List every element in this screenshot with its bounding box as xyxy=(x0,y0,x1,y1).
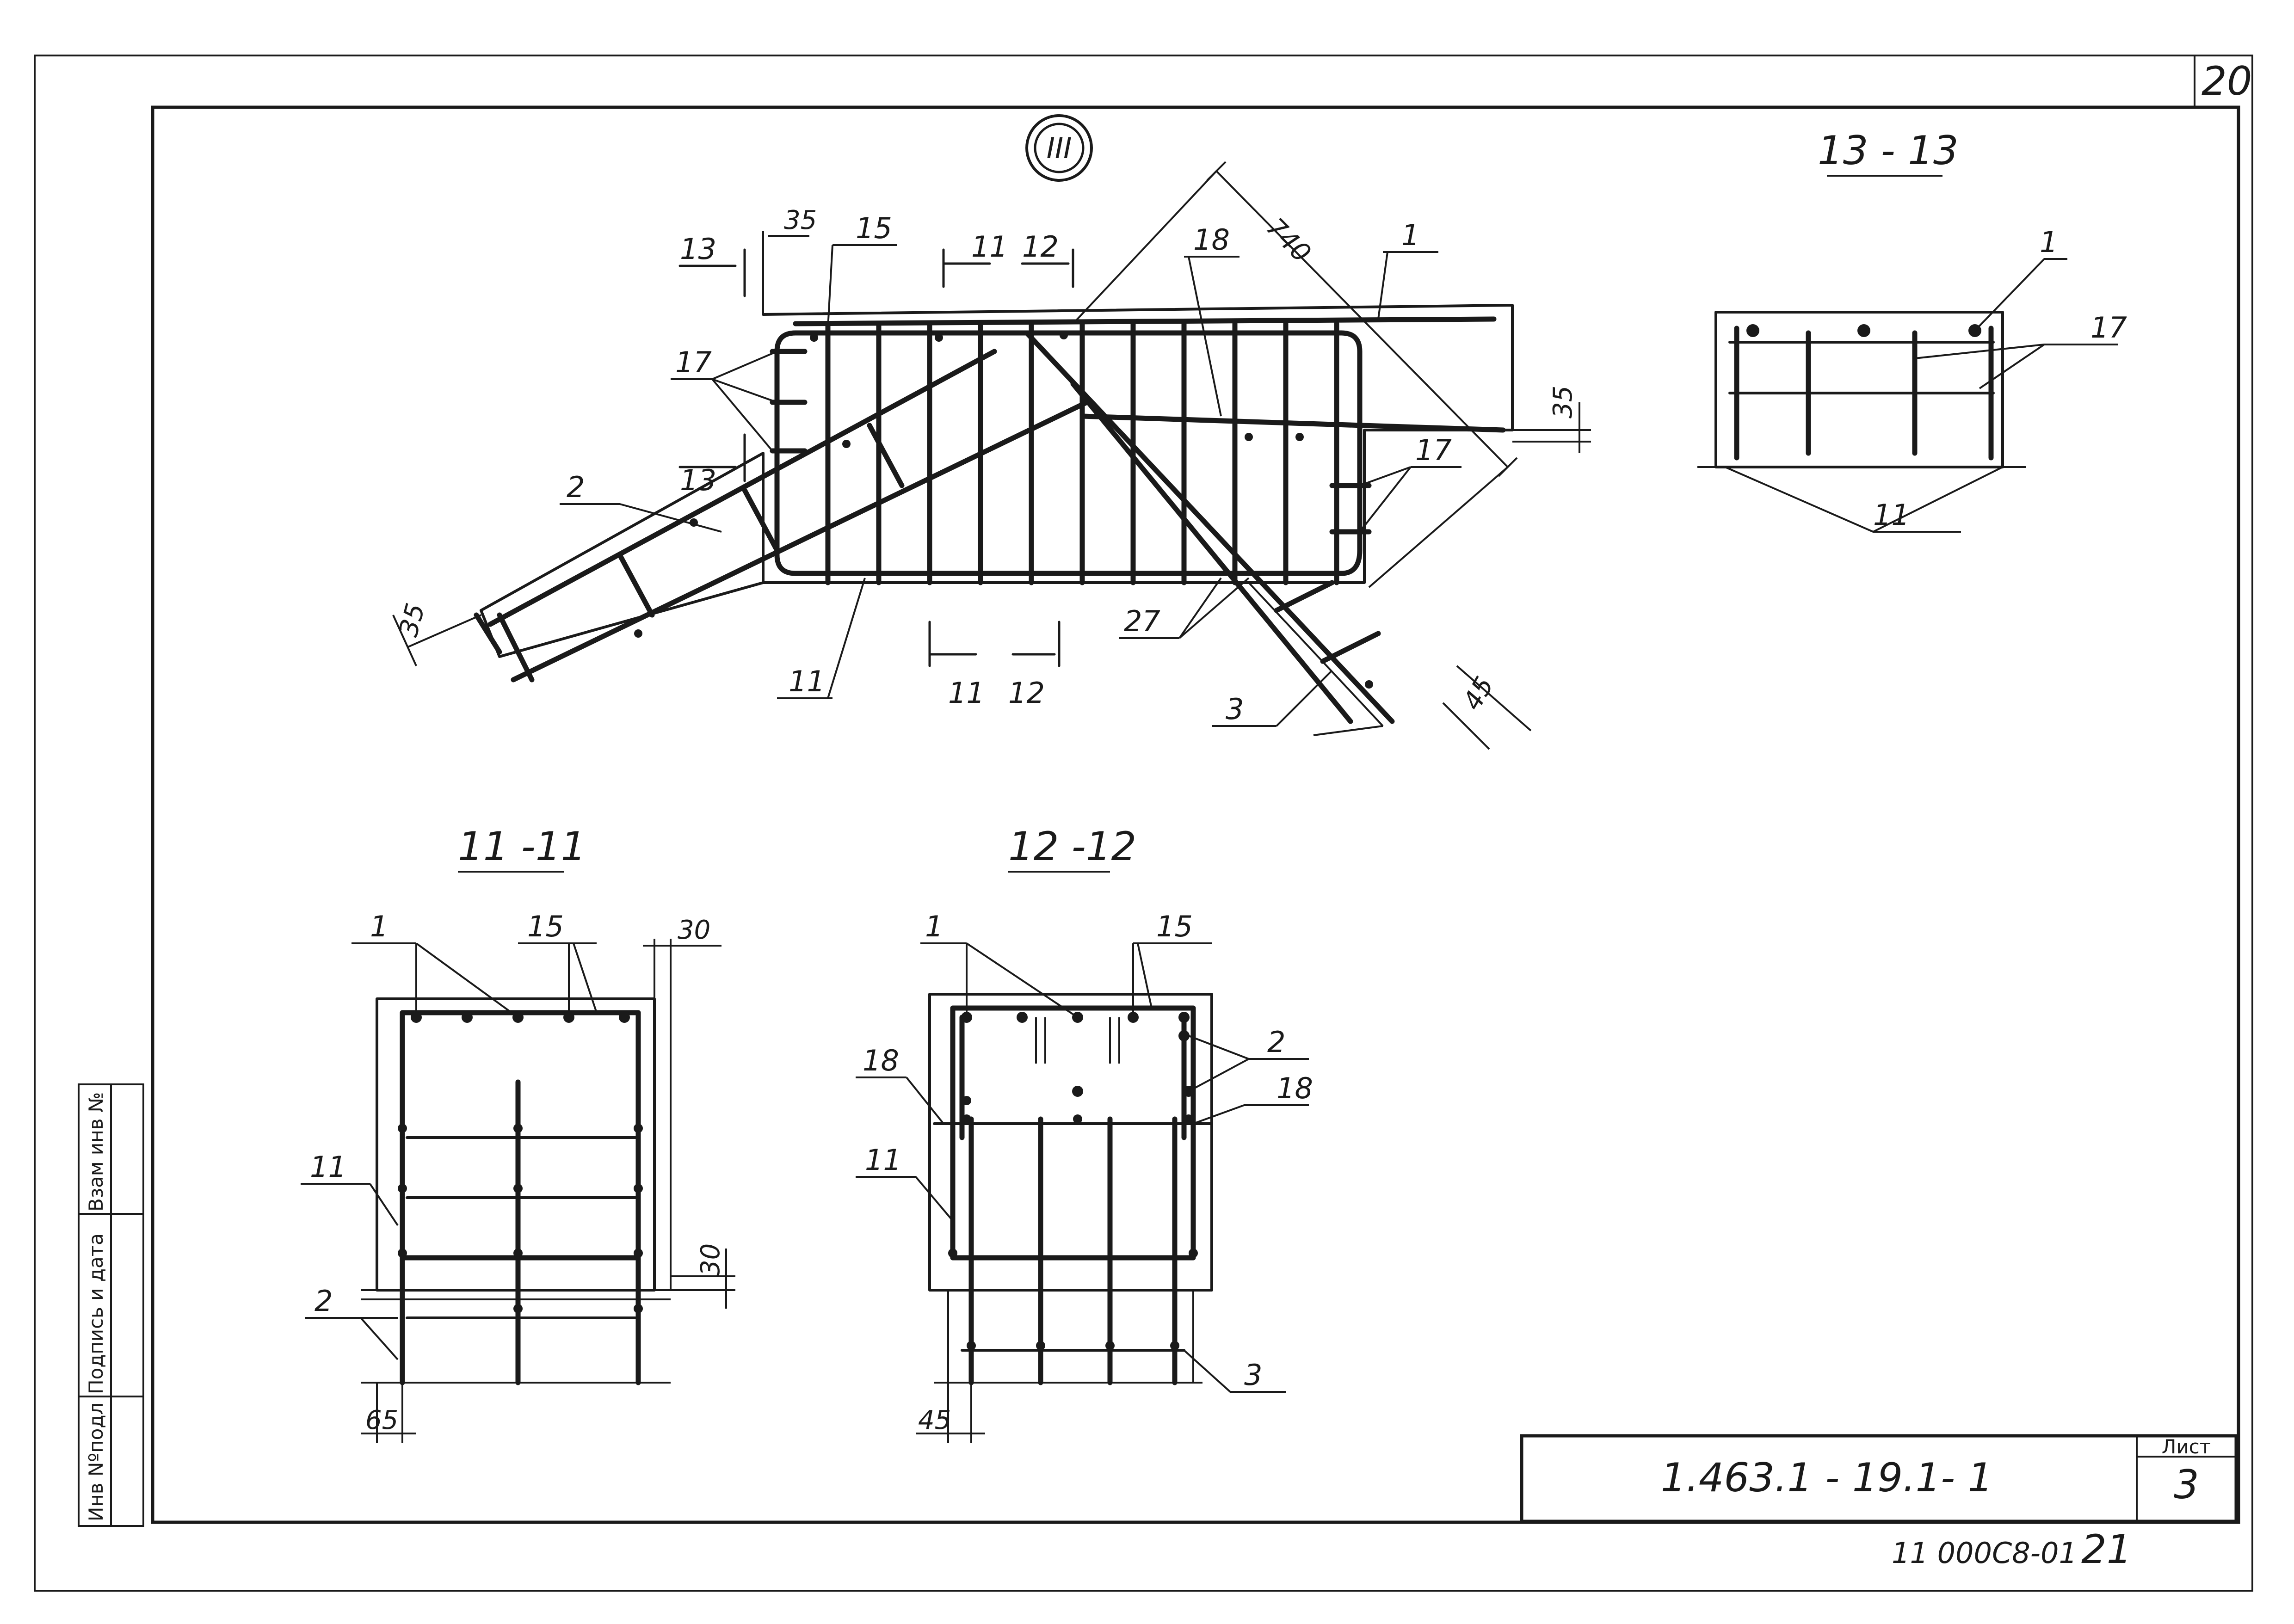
cut-11-bottom: 11 xyxy=(948,676,985,710)
section-12-callout-11: 11 xyxy=(865,1143,901,1177)
dim-30-side-11: 30 xyxy=(696,1243,726,1276)
node-III-label: III xyxy=(1047,131,1072,165)
dim-30-top-11: 30 xyxy=(678,915,710,945)
section-12-callout-3: 3 xyxy=(1244,1358,1262,1392)
section-11-11: 11 -11 30 30 65 1 xyxy=(301,824,735,1443)
sheet-top-number: 20 xyxy=(2202,58,2252,105)
cut-12-top: 12 xyxy=(1022,230,1059,264)
title-block-sheet-label: Лист xyxy=(2162,1435,2211,1458)
inscription-strip: Инв Nºподл Подпись и дата Взам инв № xyxy=(78,1083,144,1527)
dim-35-left: 35 xyxy=(394,600,431,640)
section-12-callout-18-right: 18 xyxy=(1276,1071,1313,1105)
section-11-callout-15: 15 xyxy=(527,910,564,943)
outer-frame xyxy=(34,55,2253,1592)
footer-doc-number: 11 000С8-01 xyxy=(1892,1536,2077,1570)
plan-callout-17-left: 17 xyxy=(675,345,712,379)
title-block-sheet-number: 3 xyxy=(2174,1462,2199,1508)
section-13-callout-17: 17 xyxy=(2090,311,2127,344)
section-12-callout-15: 15 xyxy=(1156,910,1193,943)
inscription-inv-no: Инв Nºподл xyxy=(85,1403,107,1521)
dim-65: 65 xyxy=(365,1405,398,1435)
node-III-plan: 740 35 35 35 45 13 13 11 12 11 xyxy=(392,161,1591,750)
dim-45-plan: 45 xyxy=(1457,672,1500,715)
title-block: 1.463.1 - 19.1- 1 Лист 3 xyxy=(1520,1434,2238,1523)
plan-callout-1: 1 xyxy=(1401,218,1419,252)
section-12-callout-1: 1 xyxy=(925,910,943,943)
plan-callout-17-right: 17 xyxy=(1415,433,1452,467)
cut-13-bottom: 13 xyxy=(680,463,716,497)
section-12-12-title: 12 -12 xyxy=(1008,824,1136,870)
cut-11-top: 11 xyxy=(971,230,1008,264)
inscription-replace-inv: Взам инв № xyxy=(85,1092,107,1212)
inscription-signature-date: Подпись и дата xyxy=(85,1233,107,1394)
section-12-12: 12 -12 45 1 xyxy=(856,824,1313,1443)
section-13-callout-1: 1 xyxy=(2040,225,2058,259)
plan-callout-11: 11 xyxy=(789,664,825,698)
dim-45-section: 45 xyxy=(918,1405,951,1435)
node-III-marker: III xyxy=(1025,114,1093,182)
section-12-callout-2: 2 xyxy=(1267,1025,1285,1059)
section-13-13-title: 13 - 13 xyxy=(1818,128,1959,174)
section-11-callout-2: 2 xyxy=(314,1284,333,1318)
cut-12-bottom: 12 xyxy=(1008,676,1045,710)
section-11-11-title: 11 -11 xyxy=(458,824,586,870)
dim-35-top: 35 xyxy=(784,205,817,235)
plan-callout-18: 18 xyxy=(1193,223,1230,257)
section-13-13: 13 - 13 1 17 11 xyxy=(1697,128,2127,533)
plan-callout-27: 27 xyxy=(1124,604,1160,638)
plan-callout-15: 15 xyxy=(856,211,892,245)
plan-callout-2: 2 xyxy=(567,470,585,504)
section-12-callout-18-left: 18 xyxy=(863,1044,899,1077)
footer-page: 21 xyxy=(2081,1526,2132,1573)
dim-740: 740 xyxy=(1260,212,1317,269)
dim-35-right: 35 xyxy=(1548,386,1578,418)
inner-frame xyxy=(151,105,2240,1524)
plan-callout-3: 3 xyxy=(1226,692,1244,726)
title-block-code: 1.463.1 - 19.1- 1 xyxy=(1661,1455,1993,1501)
section-13-callout-11: 11 xyxy=(1873,498,1910,532)
section-11-callout-1: 1 xyxy=(370,910,388,943)
section-11-callout-11: 11 xyxy=(310,1150,346,1184)
cut-13-top: 13 xyxy=(680,232,716,266)
